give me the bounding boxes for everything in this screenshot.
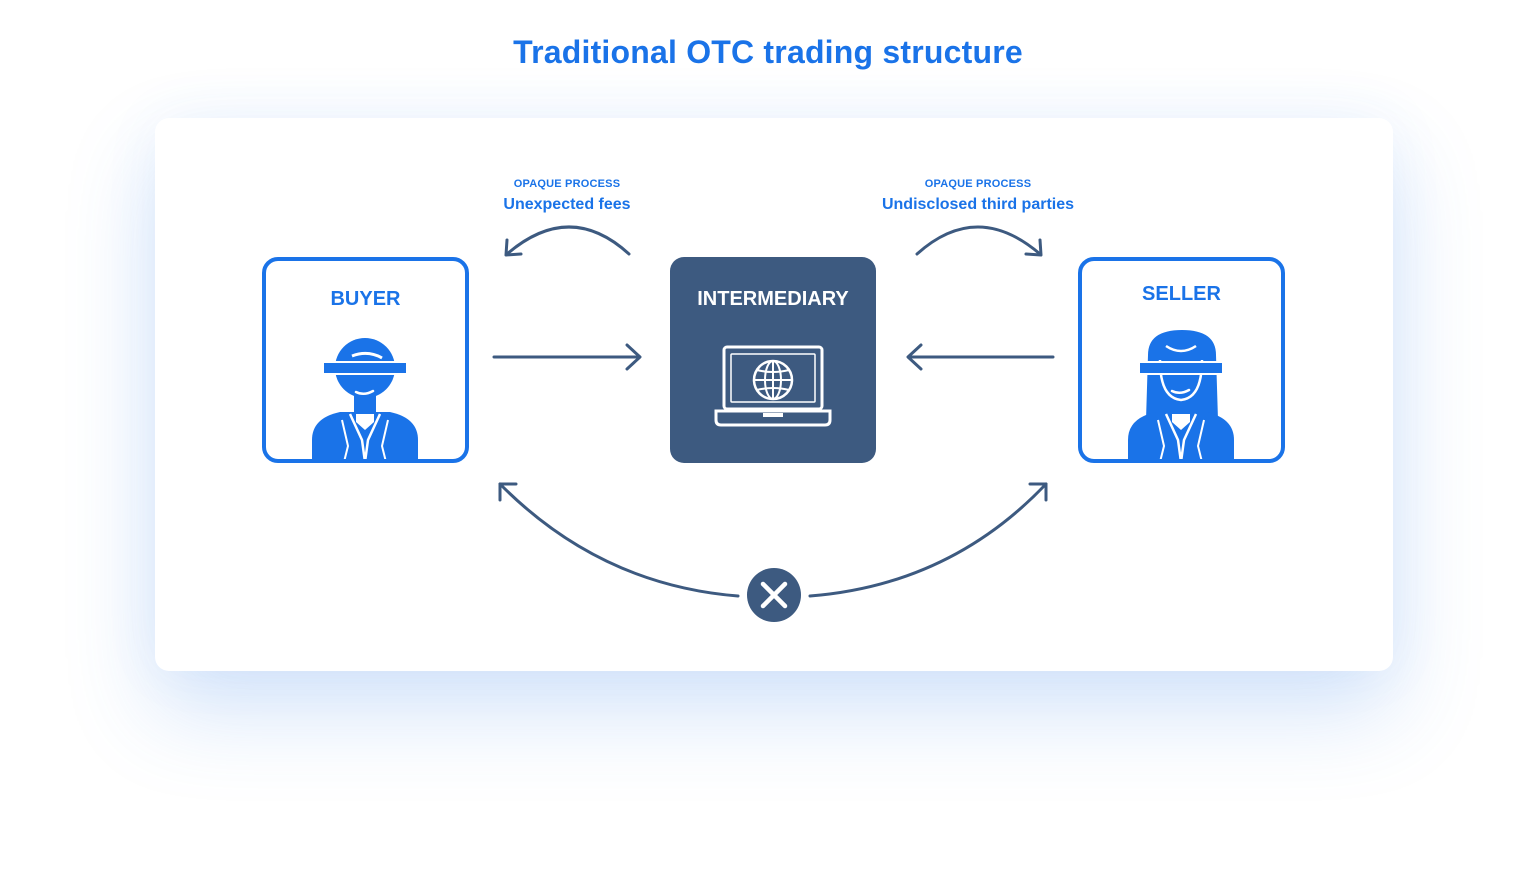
direct-connection-arc	[498, 482, 1048, 598]
third-parties-arrow	[915, 225, 1043, 257]
right-annotation-caption: OPAQUE PROCESS	[924, 178, 1032, 190]
left-annotation-caption: OPAQUE PROCESS	[513, 178, 621, 190]
buyer-to-intermediary-arrow	[492, 343, 642, 371]
left-annotation-text: Unexpected fees	[503, 196, 631, 213]
laptop-globe-icon	[714, 345, 832, 427]
seller-to-intermediary-arrow	[906, 343, 1055, 371]
buyer-box	[262, 257, 469, 463]
right-annotation-text: Undisclosed third parties	[881, 196, 1075, 213]
buyer-person-icon	[312, 338, 418, 459]
seller-box	[1078, 257, 1285, 463]
unexpected-fees-arrow	[504, 225, 631, 257]
intermediary-label: INTERMEDIARY	[697, 288, 849, 310]
buyer-label: BUYER	[330, 288, 401, 310]
page-title: Traditional OTC trading structure	[513, 34, 1023, 70]
seller-person-icon	[1128, 330, 1234, 459]
no-direct-connection-icon	[747, 568, 801, 622]
seller-label: SELLER	[1142, 283, 1221, 305]
intermediary-box	[670, 257, 876, 463]
